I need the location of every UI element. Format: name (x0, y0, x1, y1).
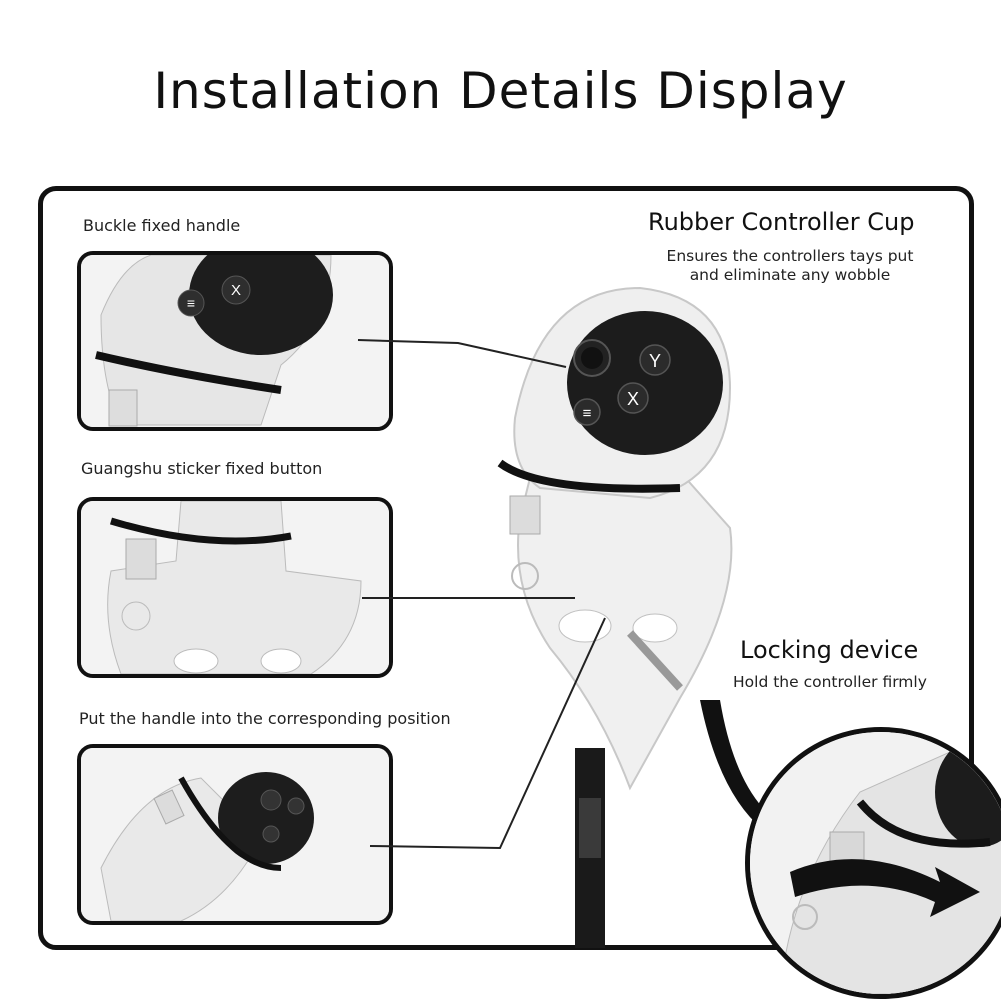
controller-holder-illustration: Y X ≡ (497, 286, 733, 948)
step-2-photo (77, 497, 393, 678)
buckle-illustration: X ≡ (81, 255, 389, 427)
menu-button-main-label: ≡ (583, 405, 592, 422)
page-title: Installation Details Display (153, 62, 848, 120)
step-3-photo (77, 744, 393, 925)
cup-heading: Rubber Controller Cup (648, 208, 915, 236)
menu-button-label: ≡ (187, 295, 195, 311)
placement-illustration (81, 748, 389, 921)
step-2-caption: Guangshu sticker fixed button (81, 459, 323, 478)
step-3-caption: Put the handle into the corresponding po… (79, 709, 451, 728)
locking-detail-photo (745, 727, 1001, 999)
lock-desc: Hold the controller firmly (733, 673, 927, 691)
cup-desc-line1: Ensures the controllers tays put (666, 247, 914, 265)
step-1-photo: X ≡ (77, 251, 393, 431)
cup-desc-line2: and eliminate any wobble (689, 266, 891, 284)
locking-detail-illustration (750, 732, 1001, 994)
lock-heading: Locking device (740, 636, 919, 664)
y-button-label: Y (649, 351, 661, 371)
x-button-label: X (231, 282, 241, 299)
x-button-main-label: X (627, 389, 639, 409)
sticker-illustration (81, 501, 389, 674)
step-1-caption: Buckle fixed handle (83, 216, 241, 235)
